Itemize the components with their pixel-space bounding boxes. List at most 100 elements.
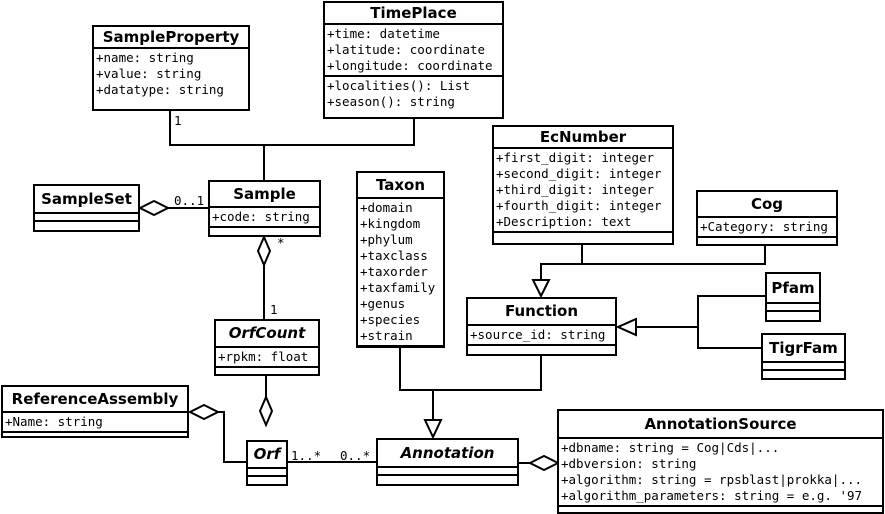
methods-section <box>216 368 318 374</box>
class-name: Cog <box>698 192 836 218</box>
method: +localities(): List <box>327 78 470 93</box>
class-cog[interactable]: Cog +Category: string <box>696 190 838 246</box>
class-name: Function <box>468 299 615 326</box>
annotation-generalization-arrow <box>423 419 443 440</box>
class-pfam[interactable]: Pfam <box>765 272 821 322</box>
attribute: +taxorder <box>360 264 428 279</box>
class-name: SampleSet <box>35 186 138 214</box>
attributes-section: +domain +kingdom +phylum +taxclass +taxo… <box>358 199 443 346</box>
attribute: +genus <box>360 296 406 311</box>
multiplicity-orf-annotation-left: 1..* <box>291 448 322 463</box>
methods-section <box>767 312 819 318</box>
attribute: +taxfamily <box>360 280 436 295</box>
taxon-annotation-generalization <box>399 347 433 391</box>
class-taxon[interactable]: Taxon +domain +kingdom +phylum +taxclass… <box>356 171 445 348</box>
class-name: ReferenceAssembly <box>3 387 187 413</box>
orfcount-aggregation-diamond <box>258 394 274 428</box>
class-tigrfam[interactable]: TigrFam <box>761 333 846 380</box>
attributes-section: +code: string <box>210 208 319 228</box>
attribute: +second_digit: integer <box>496 166 662 181</box>
class-name: Annotation <box>378 440 517 468</box>
class-name: OrfCount <box>216 321 318 348</box>
class-annotationsource[interactable]: AnnotationSource +dbname: string = Cog|C… <box>557 409 884 514</box>
class-name: SampleProperty <box>94 27 248 49</box>
methods-section <box>763 371 844 377</box>
attributes-section: +dbname: string = Cog|Cds|... +dbversion… <box>559 439 882 507</box>
methods-section <box>378 476 517 482</box>
timeplace-sample-association <box>264 118 415 146</box>
multiplicity-sampleproperty-sample: 1 <box>174 113 182 128</box>
class-referenceassembly[interactable]: ReferenceAssembly +Name: string <box>1 385 189 438</box>
function-generalization-arrow <box>531 279 551 299</box>
class-sampleproperty[interactable]: SampleProperty +name: string +value: str… <box>92 25 250 111</box>
attribute: +strain <box>360 328 413 343</box>
attribute: +dbname: string = Cog|Cds|... <box>561 440 780 455</box>
attributes-section: +first_digit: integer +second_digit: int… <box>494 149 672 233</box>
attribute: +value: string <box>96 66 202 81</box>
pfam-function-generalization <box>697 295 765 349</box>
class-sample[interactable]: Sample +code: string <box>208 180 321 237</box>
sampleproperty-sample-association <box>169 110 265 180</box>
multiplicity-sample-orfcount-bottom: 1 <box>270 302 278 317</box>
attribute: +datatype: string <box>96 82 224 97</box>
attribute: +phylum <box>360 232 413 247</box>
methods-section <box>35 222 138 228</box>
attribute: +longitude: coordinate <box>327 58 493 73</box>
methods-section <box>3 433 187 436</box>
attribute: +name: string <box>96 50 194 65</box>
attribute: +kingdom <box>360 216 421 231</box>
class-ecnumber[interactable]: EcNumber +first_digit: integer +second_d… <box>492 125 674 245</box>
attributes-section: +rpkm: float <box>216 348 318 368</box>
class-orfcount[interactable]: OrfCount +rpkm: float <box>214 319 320 376</box>
attributes-section: +source_id: string <box>468 326 615 346</box>
attributes-section <box>35 214 138 222</box>
attribute: +time: datetime <box>327 26 440 41</box>
attributes-section: +name: string +value: string +datatype: … <box>94 49 248 99</box>
methods-section <box>494 233 672 239</box>
attribute: +algorithm_parameters: string = e.g. '97 <box>561 488 863 503</box>
multiplicity-sample-orfcount-top: * <box>277 235 285 250</box>
attribute: +Category: string <box>700 219 828 234</box>
methods-section <box>559 507 882 512</box>
class-name: Taxon <box>358 173 443 199</box>
class-name: Pfam <box>767 274 819 304</box>
attribute: +species <box>360 312 421 327</box>
ecnumber-function-generalization <box>541 245 583 265</box>
class-name: Orf <box>248 442 286 469</box>
cog-function-generalization <box>540 245 766 280</box>
attributes-section <box>763 363 844 371</box>
attributes-section <box>248 469 286 477</box>
class-name: AnnotationSource <box>559 411 882 439</box>
attribute: +taxclass <box>360 248 428 263</box>
class-name: TimePlace <box>325 3 502 25</box>
attributes-section <box>378 468 517 476</box>
attribute: +latitude: coordinate <box>327 42 486 57</box>
annotation-aggregation-diamond <box>527 454 561 472</box>
attribute: +Description: text <box>496 214 632 229</box>
class-sampleset[interactable]: SampleSet <box>33 184 140 232</box>
methods-section <box>210 228 319 234</box>
attribute: +dbversion: string <box>561 456 697 471</box>
referenceassembly-orf-aggregation <box>218 411 248 463</box>
attribute: +rpkm: float <box>218 349 309 364</box>
attributes-section <box>767 304 819 312</box>
attribute: +third_digit: integer <box>496 182 655 197</box>
multiplicity-orf-annotation-right: 0..* <box>340 448 371 463</box>
class-annotation[interactable]: Annotation <box>376 438 519 486</box>
class-function[interactable]: Function +source_id: string <box>466 297 617 356</box>
sample-aggregation-diamond <box>256 234 272 268</box>
attribute: +code: string <box>212 209 310 224</box>
methods-section <box>358 347 443 348</box>
function-generalization-arrow-right <box>615 317 637 337</box>
function-annotation-generalization <box>432 355 542 420</box>
class-orf[interactable]: Orf <box>246 440 288 486</box>
multiplicity-sampleset-sample: 0..1 <box>174 193 205 208</box>
methods-section: +localities(): List +season(): string <box>325 77 502 111</box>
attribute: +Name: string <box>5 414 103 429</box>
attributes-section: +Name: string <box>3 413 187 433</box>
attributes-section: +time: datetime +latitude: coordinate +l… <box>325 25 502 77</box>
attribute: +algorithm: string = rpsblast|prokka|... <box>561 472 863 487</box>
class-timeplace[interactable]: TimePlace +time: datetime +latitude: coo… <box>323 1 504 119</box>
sampleset-aggregation-diamond <box>137 199 171 217</box>
